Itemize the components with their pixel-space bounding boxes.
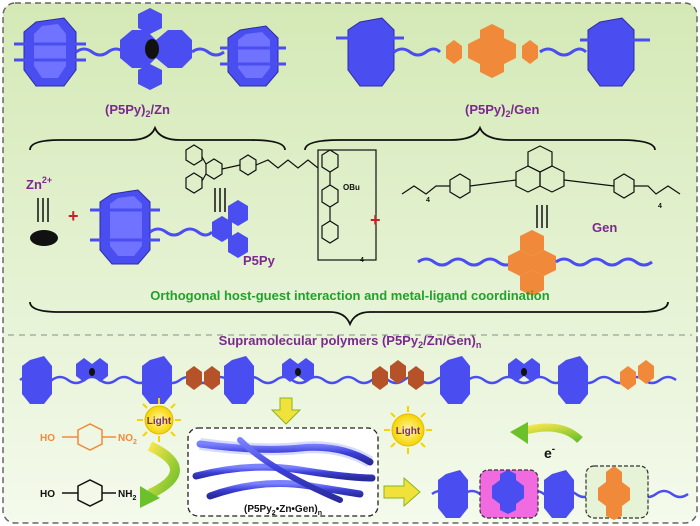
polymer-chain bbox=[19, 356, 677, 404]
polymer-fibers bbox=[192, 437, 376, 503]
anthracene-core bbox=[446, 24, 538, 78]
label-ho-top: HO bbox=[40, 433, 55, 444]
gen-pillar-left bbox=[336, 17, 404, 87]
label-zn-ion: Zn2+ bbox=[26, 175, 52, 192]
label-p5py: P5Py bbox=[243, 253, 276, 268]
label-no2: NO2 bbox=[118, 433, 137, 446]
photocatalysis-chain bbox=[431, 465, 689, 520]
curved-arrow-left bbox=[147, 441, 180, 499]
label-electron: e- bbox=[544, 444, 555, 461]
gen-model-illustration bbox=[417, 230, 653, 296]
label-subscript-4-gen-right: 4 bbox=[658, 203, 662, 210]
triple-bar-gen bbox=[536, 205, 548, 228]
nitrophenol-structure bbox=[62, 423, 116, 451]
gen-pillar-right bbox=[580, 17, 650, 87]
plus-sign-2: + bbox=[370, 210, 381, 230]
caption-orthogonal: Orthogonal host-guest interaction and me… bbox=[150, 288, 549, 303]
pillar-stack-right bbox=[220, 25, 286, 87]
brace-bottom bbox=[29, 301, 669, 327]
label-nh2: NH2 bbox=[118, 489, 136, 502]
label-p5py2-gen: (P5Py)2/Gen bbox=[465, 102, 539, 119]
right-arrow bbox=[383, 476, 421, 508]
pillar-stack-left bbox=[14, 17, 86, 87]
p5py-model-illustration bbox=[90, 189, 248, 265]
label-gen: Gen bbox=[592, 220, 617, 235]
caption-supramolecular: Supramolecular polymers (P5Py2/Zn/Gen)n bbox=[219, 333, 482, 350]
p5py2-zn-complex-illustration bbox=[14, 8, 286, 90]
label-subscript-4-p5py: 4 bbox=[360, 257, 364, 264]
p5py-chemical-structure bbox=[185, 144, 377, 261]
label-subscript-4-gen-left: 4 bbox=[426, 197, 430, 204]
brace-right bbox=[304, 125, 656, 151]
electron-arrow-head bbox=[510, 422, 528, 444]
label-obu: OBu bbox=[343, 183, 360, 192]
sun-icon-right bbox=[384, 406, 432, 454]
triple-bar-zn bbox=[37, 198, 49, 222]
p5py2-gen-complex-illustration bbox=[336, 17, 650, 87]
zn-ion-dot bbox=[30, 230, 58, 246]
label-light-right: Light bbox=[396, 426, 421, 437]
label-ho-bottom: HO bbox=[40, 489, 55, 500]
label-light-left: Light bbox=[147, 416, 172, 427]
brace-left bbox=[29, 125, 286, 151]
gen-chemical-structure bbox=[401, 145, 681, 199]
curved-arrow-left-head bbox=[140, 486, 160, 508]
plus-sign-1: + bbox=[68, 206, 79, 226]
zn-terpyridine-core bbox=[120, 8, 192, 90]
aminophenol-structure bbox=[62, 479, 116, 507]
fiber-caption: (P5Py2•Zn•Gen)n bbox=[244, 504, 322, 517]
sun-icon-left bbox=[137, 398, 181, 442]
down-arrow bbox=[270, 397, 302, 425]
triple-bar-p5py bbox=[214, 188, 226, 212]
label-p5py2-zn: (P5Py)2/Zn bbox=[105, 102, 170, 119]
